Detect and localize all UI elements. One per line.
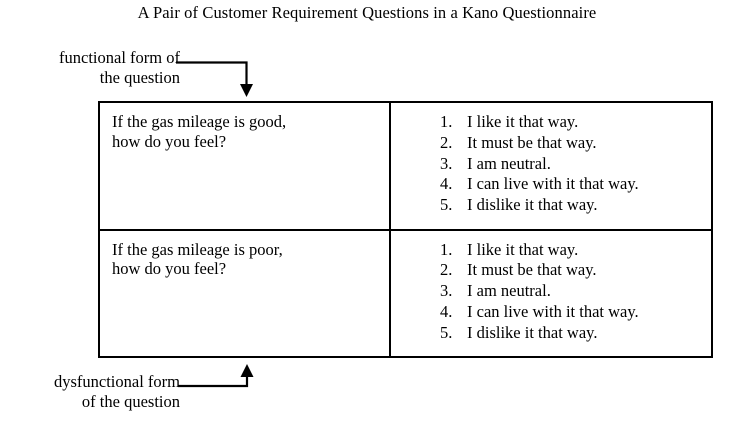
- functional-form-label-line1: functional form of: [59, 48, 180, 67]
- list-item[interactable]: 2. It must be that way.: [391, 133, 713, 154]
- dysfunctional-form-label: dysfunctional form of the question: [4, 372, 180, 412]
- table-row: If the gas mileage is poor, how do you f…: [100, 228, 713, 356]
- down-arrow-icon: [240, 84, 253, 97]
- functional-answers-cell: 1. I like it that way. 2. It must be tha…: [390, 103, 713, 230]
- answer-number: 1.: [440, 239, 453, 259]
- dysfunctional-question-text: If the gas mileage is poor, how do you f…: [100, 231, 389, 279]
- answer-number: 3.: [440, 281, 453, 301]
- functional-leader-line: [176, 61, 248, 85]
- answer-number: 1.: [440, 112, 453, 131]
- dysfunctional-question-line2: how do you feel?: [112, 259, 227, 278]
- dysfunctional-form-label-line1: dysfunctional form: [53, 372, 180, 391]
- functional-question-cell: If the gas mileage is good, how do you f…: [100, 103, 391, 230]
- functional-question-line2: how do you feel?: [112, 131, 227, 151]
- list-item[interactable]: 3. I am neutral.: [391, 154, 713, 175]
- answer-number: 2.: [440, 260, 453, 280]
- functional-form-label-line2: the question: [99, 68, 180, 87]
- list-item[interactable]: 4. I can live with it that way.: [391, 174, 713, 195]
- answer-text: It must be that way.: [467, 132, 597, 152]
- answer-number: 4.: [440, 174, 453, 194]
- list-item[interactable]: 1. I like it that way.: [391, 240, 713, 261]
- list-item[interactable]: 4. I can live with it that way.: [391, 302, 713, 323]
- dysfunctional-answers-cell: 1. I like it that way. 2. It must be tha…: [390, 228, 713, 356]
- list-item[interactable]: 3. I am neutral.: [391, 281, 713, 302]
- list-item[interactable]: 2. It must be that way.: [391, 260, 713, 281]
- answer-text: I dislike it that way.: [467, 195, 598, 215]
- kano-questionnaire-table: If the gas mileage is good, how do you f…: [98, 101, 713, 358]
- answer-text: I am neutral.: [467, 281, 551, 301]
- functional-answer-list: 1. I like it that way. 2. It must be tha…: [391, 103, 713, 216]
- functional-question-text: If the gas mileage is good, how do you f…: [100, 103, 389, 151]
- answer-text: I am neutral.: [467, 153, 551, 173]
- list-item[interactable]: 1. I like it that way.: [391, 112, 713, 133]
- list-item[interactable]: 5. I dislike it that way.: [391, 195, 713, 216]
- table-row: If the gas mileage is good, how do you f…: [100, 103, 713, 230]
- answer-text: I like it that way.: [467, 239, 579, 259]
- answer-text: I can live with it that way.: [467, 301, 639, 321]
- answer-number: 4.: [440, 301, 453, 321]
- dysfunctional-answer-list: 1. I like it that way. 2. It must be tha…: [391, 231, 713, 344]
- answer-number: 3.: [440, 153, 453, 173]
- functional-question-line1: If the gas mileage is good,: [112, 112, 287, 131]
- dysfunctional-question-cell: If the gas mileage is poor, how do you f…: [100, 228, 391, 356]
- dysfunctional-form-label-line2: of the question: [81, 392, 180, 411]
- answer-number: 5.: [440, 322, 453, 342]
- figure-title: A Pair of Customer Requirement Questions…: [137, 3, 597, 22]
- dysfunctional-leader-line: [178, 375, 249, 388]
- answer-text: I can live with it that way.: [467, 174, 639, 194]
- answer-number: 5.: [440, 195, 453, 215]
- functional-form-label: functional form of the question: [6, 48, 180, 88]
- answer-number: 2.: [440, 132, 453, 152]
- up-arrow-icon: [240, 364, 254, 377]
- answer-text: It must be that way.: [467, 260, 597, 280]
- answer-text: I dislike it that way.: [467, 322, 598, 342]
- list-item[interactable]: 5. I dislike it that way.: [391, 323, 713, 344]
- answer-text: I like it that way.: [467, 112, 579, 131]
- dysfunctional-question-line1: If the gas mileage is poor,: [112, 239, 283, 259]
